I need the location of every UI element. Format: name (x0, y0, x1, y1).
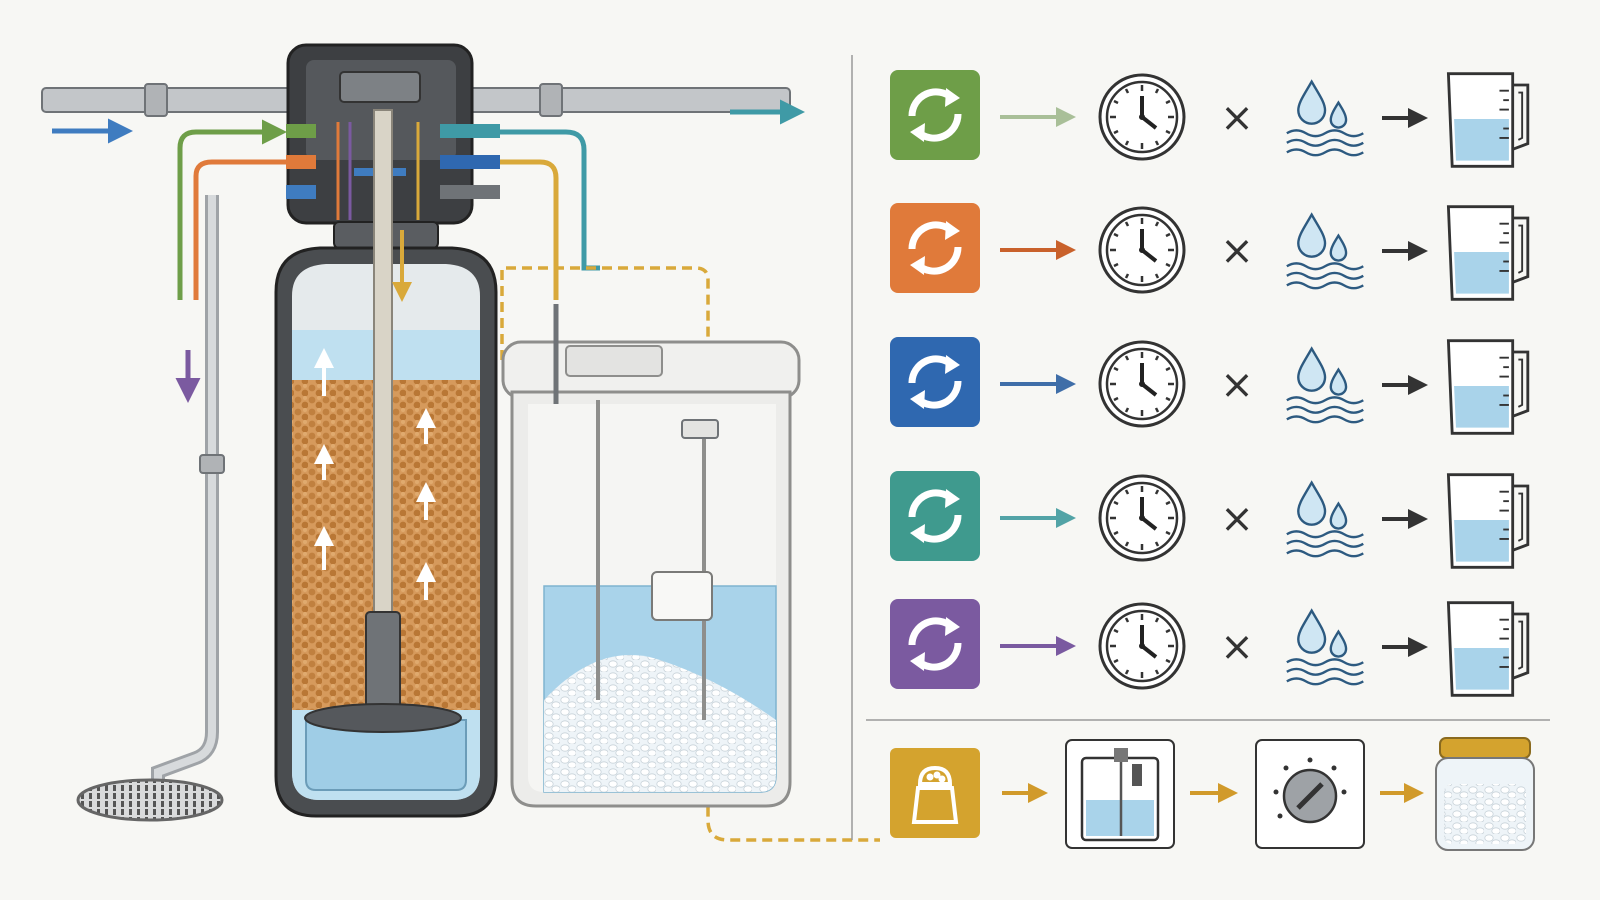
brine-float (651, 571, 713, 621)
orange-flow-line (193, 159, 300, 300)
cycle-row: × (890, 471, 1530, 569)
green-flow-line (177, 119, 287, 300)
multiply-icon: × (1220, 362, 1254, 408)
clock-icon (1098, 73, 1186, 161)
clock-icon (1098, 206, 1186, 294)
cycle-row: × (890, 70, 1530, 168)
measuring-pitcher-icon (1446, 72, 1530, 168)
clock-icon (1098, 340, 1186, 428)
drain-line (151, 195, 219, 796)
clock-icon (1098, 474, 1186, 562)
distributor (304, 703, 462, 733)
brine-tank-icon (1065, 739, 1175, 849)
salt-jar-icon (1435, 737, 1535, 851)
recycle-icon (890, 599, 980, 689)
multiply-icon: × (1220, 228, 1254, 274)
teal-flow-line (498, 129, 600, 271)
multiply-icon: × (1220, 95, 1254, 141)
multiply-icon: × (1220, 496, 1254, 542)
cycle-table: × × × × × (890, 70, 1530, 697)
clock-icon (1098, 602, 1186, 690)
supply-pipe-left (41, 87, 303, 113)
measuring-pitcher-icon (1446, 601, 1530, 697)
water-drops-icon (1285, 347, 1365, 424)
floor-drain (76, 778, 224, 822)
softener-assembly (41, 43, 880, 842)
water-drops-icon (1285, 80, 1365, 157)
water-drops-icon (1285, 213, 1365, 290)
measuring-pitcher-icon (1446, 339, 1530, 435)
recycle-icon (890, 471, 980, 561)
dial-knob-icon (1255, 739, 1365, 849)
brine-line (500, 266, 880, 842)
yellow-flow-line (500, 159, 559, 300)
cycle-row: × (890, 599, 1530, 697)
cycle-row: × (890, 337, 1530, 435)
brine-tank (501, 304, 801, 808)
measuring-pitcher-icon (1446, 473, 1530, 569)
supply-pipe-right (459, 87, 791, 113)
cycle-row: × (890, 203, 1530, 301)
salt-shaker-icon (890, 748, 980, 838)
resin-tank (274, 109, 498, 818)
recycle-icon (890, 337, 980, 427)
recycle-icon (890, 70, 980, 160)
water-drops-icon (1285, 609, 1365, 686)
multiply-icon: × (1220, 624, 1254, 670)
salt-row (890, 737, 1535, 851)
salt-pile (544, 655, 776, 792)
measuring-pitcher-icon (1446, 205, 1530, 301)
recycle-icon (890, 203, 980, 293)
water-drops-icon (1285, 481, 1365, 558)
